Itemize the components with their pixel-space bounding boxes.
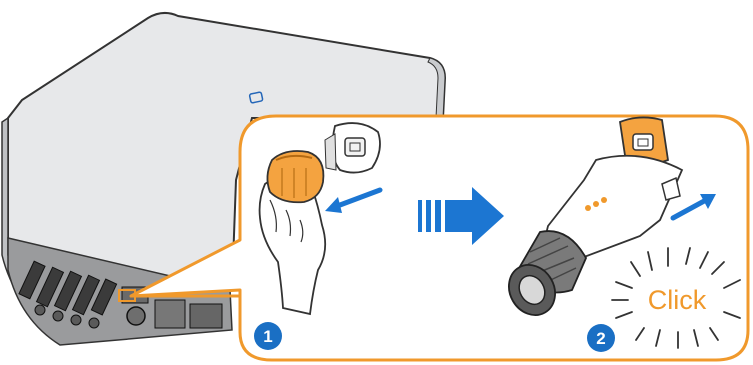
- sealing-cap-icon: [267, 151, 323, 202]
- step-2-badge: 2: [587, 324, 615, 352]
- step-2-number: 2: [596, 329, 605, 348]
- connector-housing-icon: [325, 123, 380, 172]
- click-label: Click: [648, 285, 707, 315]
- round-port-icon: [127, 307, 145, 325]
- step-1-number: 1: [263, 327, 272, 346]
- step-1-badge: 1: [254, 322, 282, 350]
